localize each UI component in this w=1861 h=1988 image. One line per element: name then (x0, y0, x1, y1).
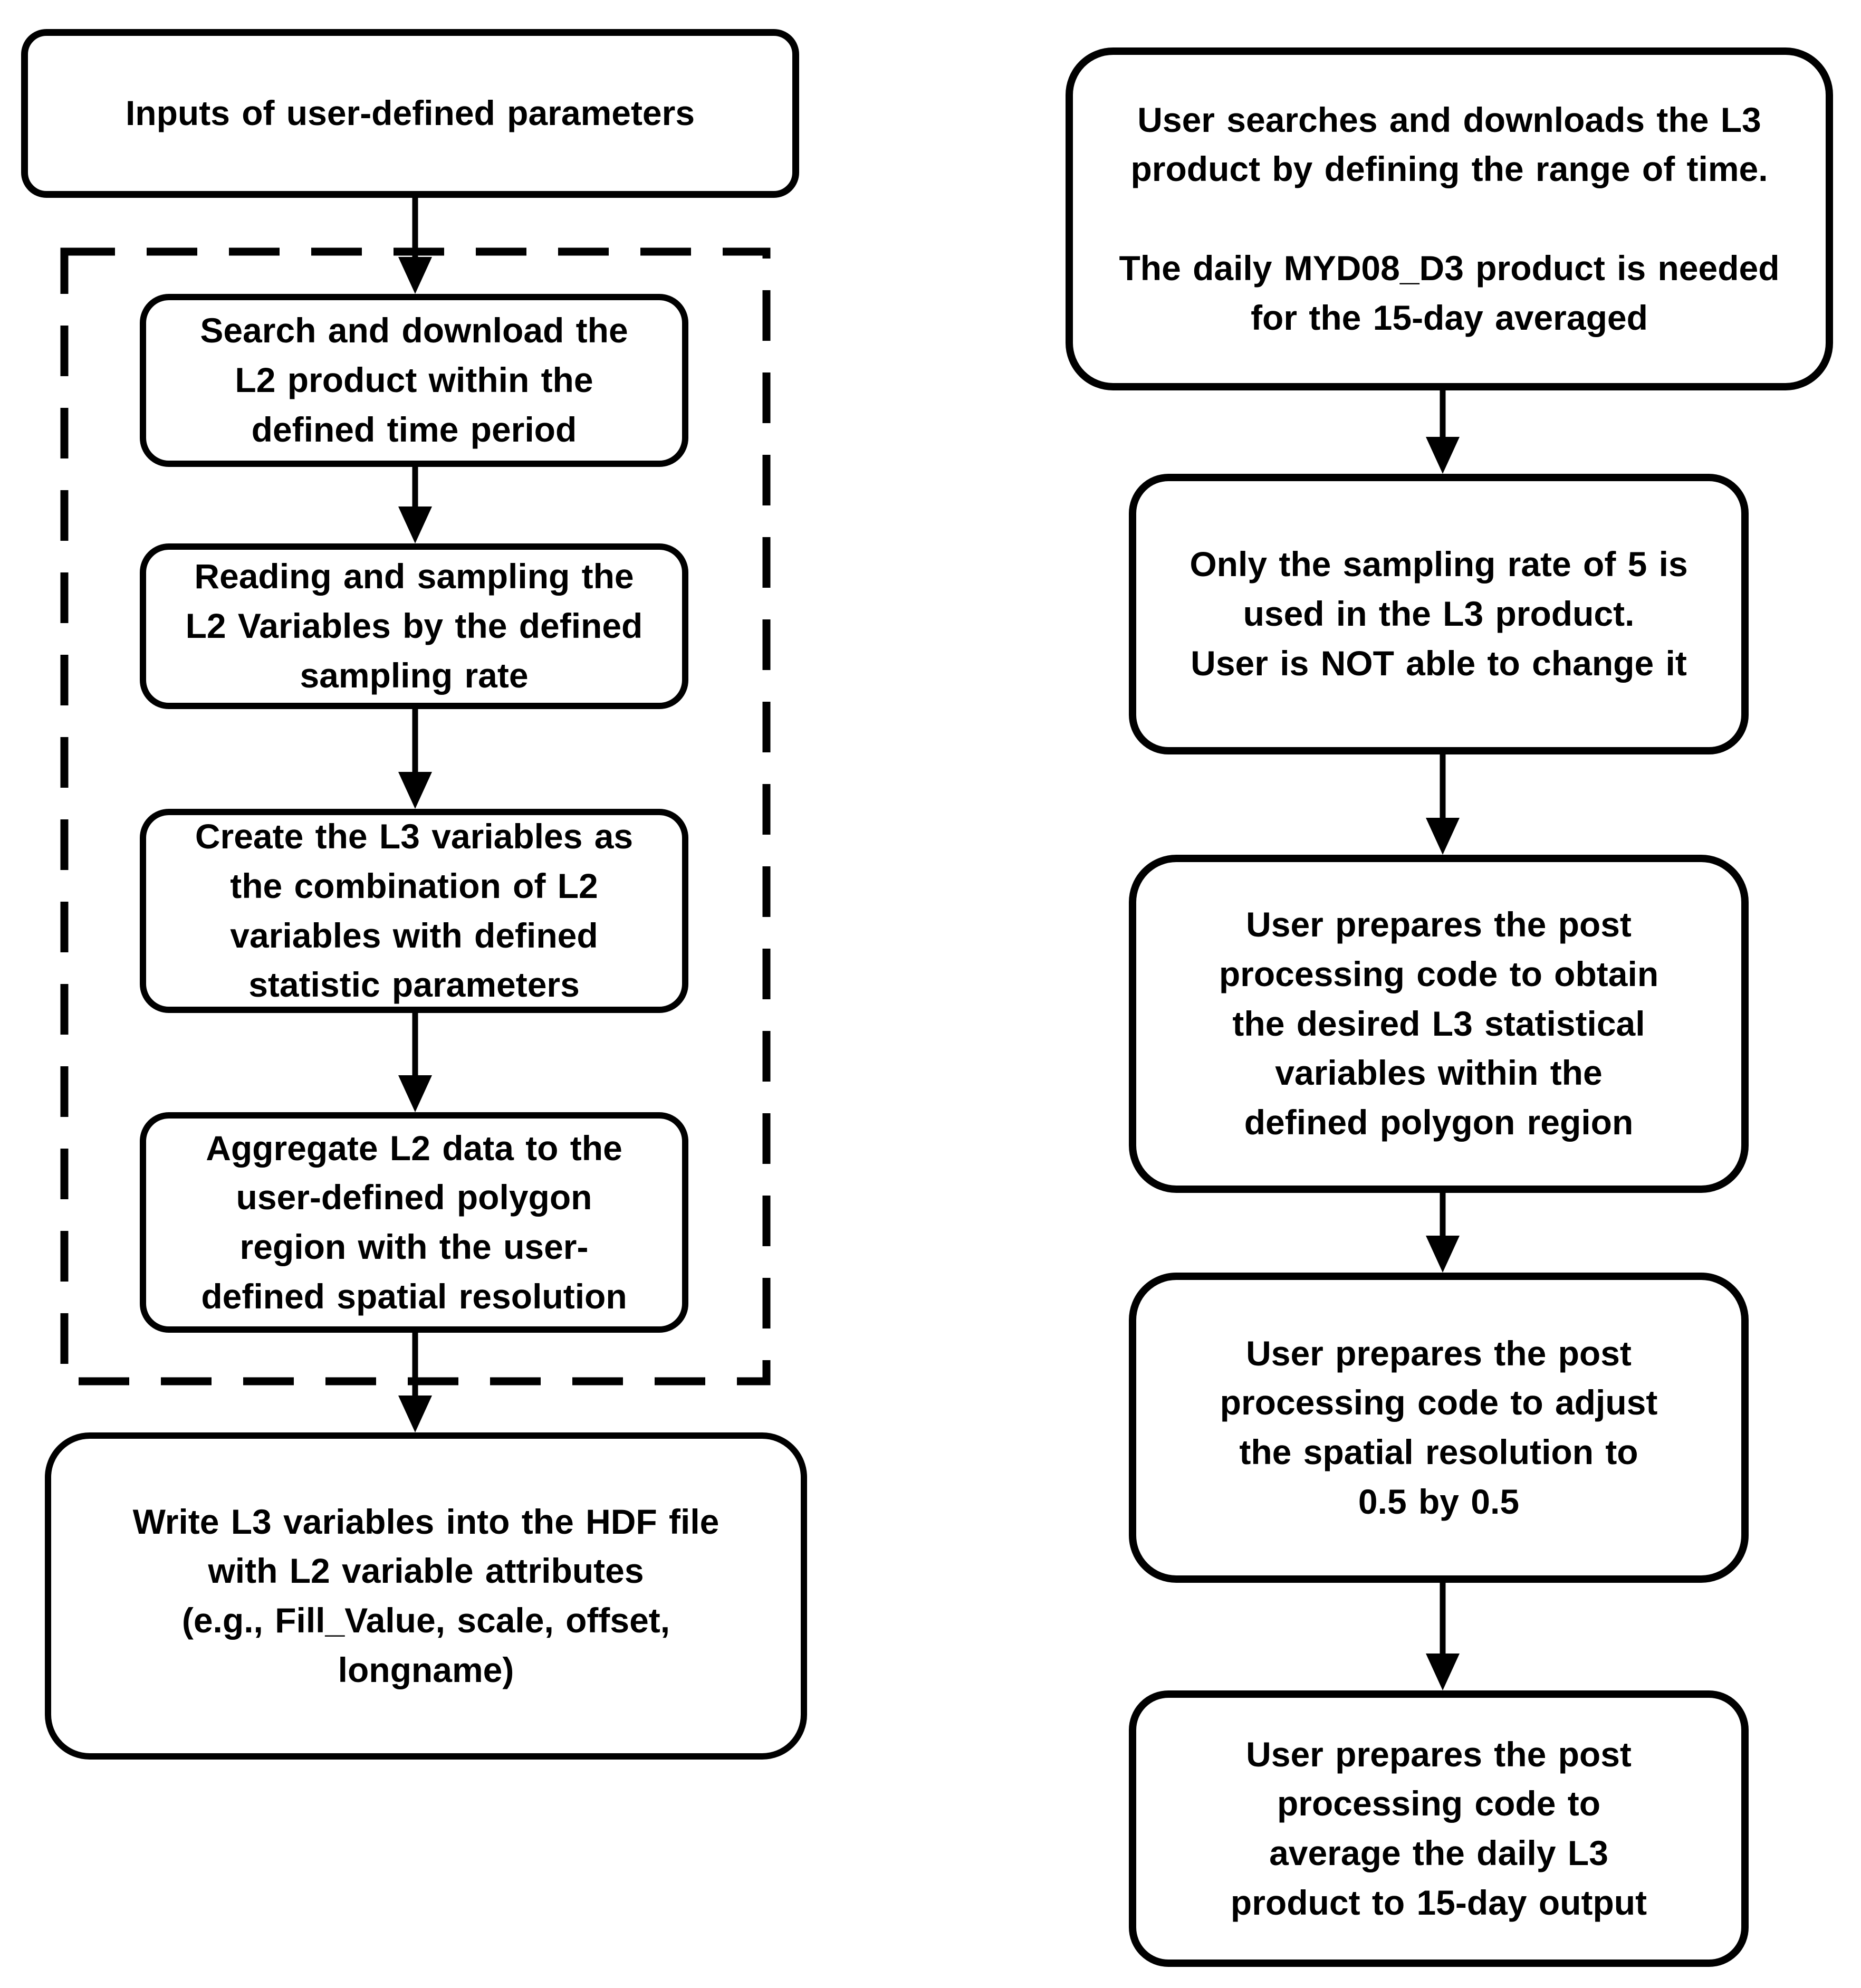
arrow-reading-to-create (398, 709, 432, 809)
arrow-search-to-reading (398, 467, 432, 543)
arrow-statistical-to-resolution (1426, 1193, 1460, 1273)
box-aggregate-l2-data: Aggregate L2 data to the user-defined po… (140, 1112, 688, 1333)
box-reading-sampling-l2-label: Reading and sampling the L2 Variables by… (185, 557, 643, 695)
box-reading-sampling-l2: Reading and sampling the L2 Variables by… (140, 543, 688, 709)
arrow-inputs-to-search (398, 198, 432, 294)
box-write-l3-hdf: Write L3 variables into the HDF file wit… (45, 1432, 807, 1760)
arrow-aggregate-to-write (398, 1333, 432, 1432)
box-sampling-rate-fixed-label: Only the sampling rate of 5 is used in t… (1189, 544, 1688, 683)
box-sampling-rate-fixed: Only the sampling rate of 5 is used in t… (1129, 474, 1749, 754)
box-postprocess-spatial-resolution: User prepares the post processing code t… (1129, 1273, 1749, 1583)
box-search-download-l2-label: Search and download the L2 product withi… (200, 311, 628, 449)
box-inputs-parameters: Inputs of user-defined parameters (21, 29, 799, 198)
box-write-l3-hdf-label: Write L3 variables into the HDF file wit… (132, 1502, 720, 1689)
arrow-download-to-sampling (1426, 390, 1460, 474)
box-user-downloads-l3-label: User searches and downloads the L3 produ… (1119, 100, 1780, 337)
box-postprocess-statistical-variables: User prepares the post processing code t… (1129, 855, 1749, 1193)
box-search-download-l2: Search and download the L2 product withi… (140, 294, 688, 467)
box-postprocess-15day-average: User prepares the post processing code t… (1129, 1690, 1749, 1967)
box-postprocess-spatial-resolution-label: User prepares the post processing code t… (1220, 1333, 1658, 1521)
arrow-sampling-to-statistical (1426, 754, 1460, 855)
arrow-create-to-aggregate (398, 1013, 432, 1112)
box-user-downloads-l3: User searches and downloads the L3 produ… (1066, 47, 1833, 390)
box-postprocess-statistical-variables-label: User prepares the post processing code t… (1219, 905, 1659, 1142)
box-postprocess-15day-average-label: User prepares the post processing code t… (1230, 1734, 1647, 1922)
box-inputs-parameters-label: Inputs of user-defined parameters (125, 93, 695, 133)
box-aggregate-l2-data-label: Aggregate L2 data to the user-defined po… (201, 1128, 627, 1316)
box-create-l3-variables-label: Create the L3 variables as the combinati… (195, 817, 634, 1005)
arrow-resolution-to-average (1426, 1583, 1460, 1690)
box-create-l3-variables: Create the L3 variables as the combinati… (140, 809, 688, 1013)
